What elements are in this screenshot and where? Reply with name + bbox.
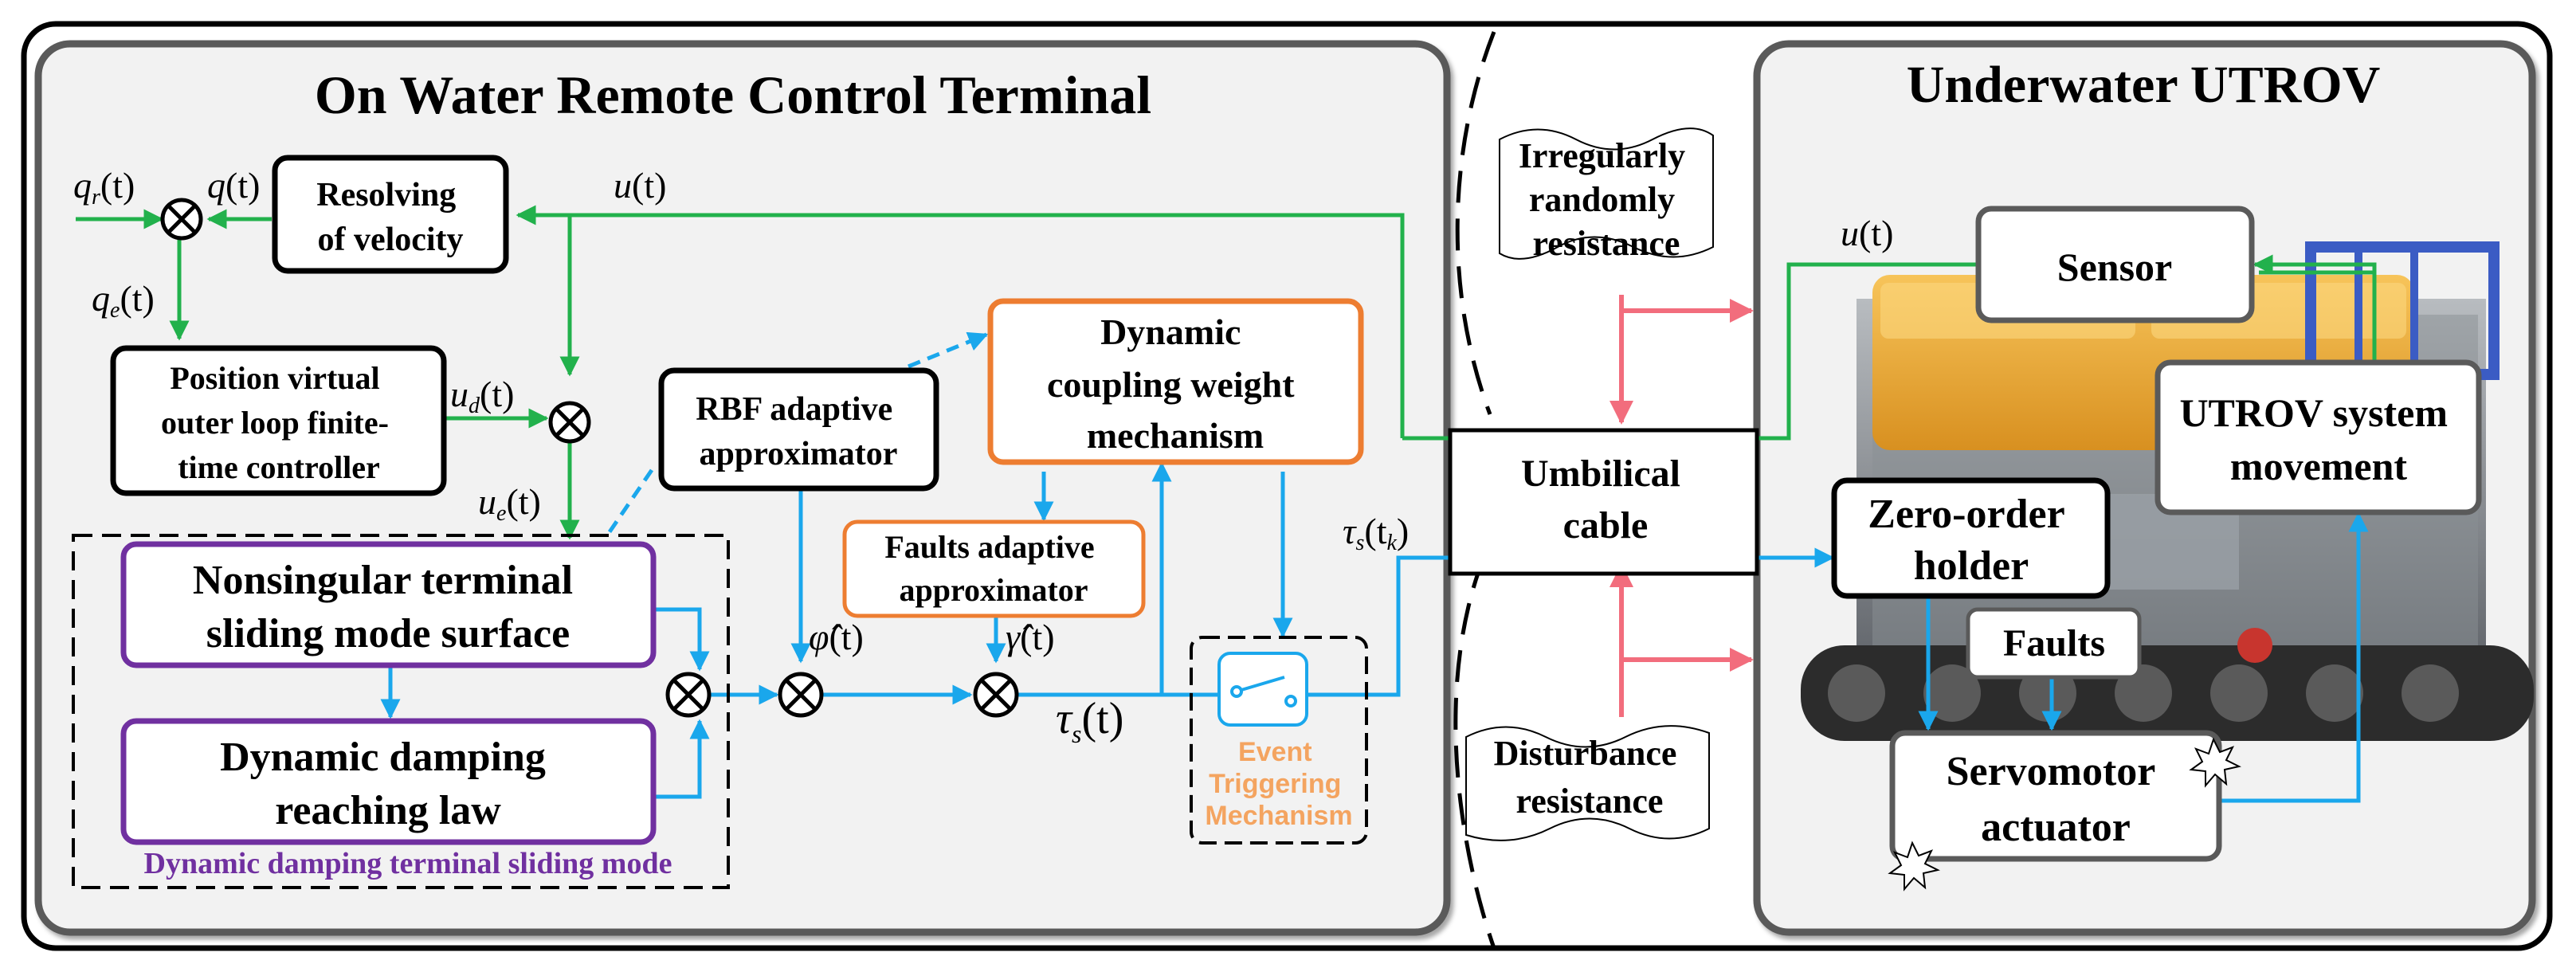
- signal-q: q(t): [207, 165, 260, 206]
- irregular-resistance-label: Irregularly randomly resistance: [1519, 136, 1694, 263]
- dynamic-coupling-block: [987, 298, 1364, 465]
- irregular-resistance-box: [1499, 127, 1714, 260]
- signal-phi: φ̂(t): [809, 617, 864, 657]
- faults-approximator-block: [842, 519, 1146, 618]
- fault-star-icon: [2189, 737, 2241, 788]
- signal-tau-tk: τs(tk): [1343, 511, 1409, 555]
- switch-icon: [1217, 652, 1308, 727]
- faults-label: Faults: [2003, 622, 2105, 664]
- event-trigger-label: Event Triggering Mechanism: [1205, 737, 1352, 831]
- signal-tau-s: τs(t): [1056, 694, 1123, 748]
- dtsm-group-label: Dynamic damping terminal sliding mode: [144, 847, 672, 880]
- event-trigger-group: [1190, 636, 1368, 845]
- sum-junction-gamma: [973, 672, 1019, 718]
- nts-surface-label: Nonsingular terminal sliding mode surfac…: [193, 558, 583, 656]
- dtsm-dashed-group: [72, 534, 730, 889]
- position-controller-block: [110, 345, 447, 496]
- dynamic-coupling-label: Dynamic coupling weight mechanism: [1047, 312, 1304, 456]
- signal-gamma: γ̂(t): [1006, 617, 1055, 657]
- sensor-block: [1975, 206, 2255, 323]
- utrov-movement-block: [2155, 359, 2482, 515]
- sum-junction-u: [548, 401, 591, 444]
- sum-junction-q: [160, 198, 203, 241]
- signal-qe: qe(t): [92, 278, 155, 323]
- signal-u-top: u(t): [614, 165, 666, 206]
- faults-block: [1966, 607, 2142, 680]
- umbilical-cable-box: [1448, 428, 1759, 576]
- rbf-approximator-block: [658, 367, 939, 492]
- resolving-velocity-block: [272, 155, 509, 274]
- fault-star-icon: [1888, 841, 1940, 892]
- signal-u-right: u(t): [1841, 213, 1893, 253]
- signal-qr: qr(t): [73, 165, 135, 210]
- umbilical-label: Umbilical cable: [1521, 453, 1690, 547]
- faults-approximator-label: Faults adaptive approximator: [884, 529, 1102, 608]
- separator-lower: [1453, 557, 1496, 949]
- rbf-approximator-label: RBF adaptive approximator: [696, 391, 900, 472]
- damping-law-label: Dynamic damping reaching law: [220, 735, 556, 833]
- utrov-movement-label: UTROV system movement: [2179, 390, 2457, 488]
- servomotor-label: Servomotor actuator: [1947, 749, 2166, 850]
- signal-ue: ue(t): [478, 481, 541, 526]
- resolving-velocity-label: Resolving of velocity: [316, 177, 465, 258]
- servomotor-block: [1889, 730, 2222, 862]
- left-panel-title: On Water Remote Control Terminal: [315, 65, 1151, 125]
- disturbance-resistance-label: Disturbance resistance: [1494, 734, 1686, 821]
- separator-upper: [1455, 31, 1496, 415]
- signal-ud: ud(t): [450, 374, 514, 418]
- sum-junction-phi: [778, 672, 824, 718]
- zero-order-holder-block: [1831, 477, 2111, 599]
- position-controller-label: Position virtual outer loop finite- time…: [161, 360, 397, 485]
- zero-order-holder-label: Zero-order holder: [1868, 492, 2074, 589]
- disturbance-resistance-box: [1465, 725, 1710, 841]
- right-panel-title: Underwater UTROV: [1907, 56, 2381, 114]
- nts-surface-block: [120, 541, 657, 668]
- damping-law-block: [120, 718, 657, 845]
- sensor-label: Sensor: [2057, 245, 2172, 289]
- sum-junction-sliding: [665, 672, 712, 718]
